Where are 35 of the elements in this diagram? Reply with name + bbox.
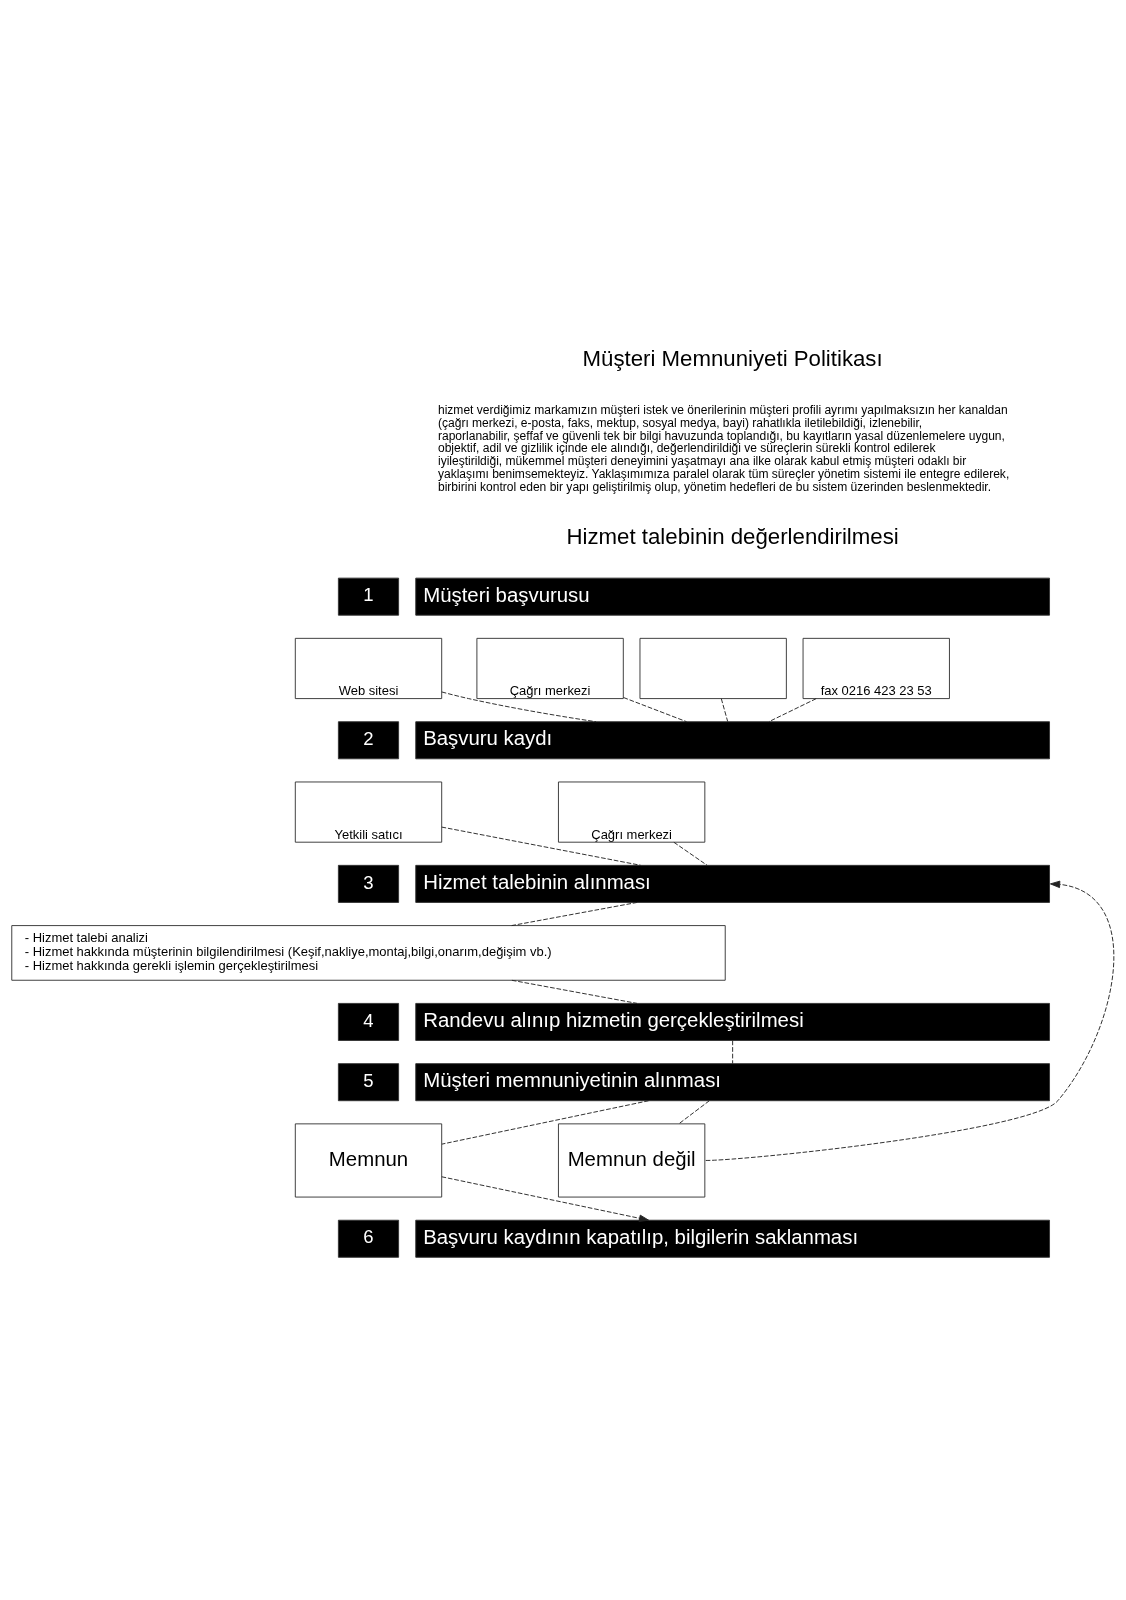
arrow — [441, 1175, 650, 1222]
node-box: Çağrı merkezi — [476, 637, 624, 699]
connector — [673, 841, 708, 866]
node-box — [639, 637, 787, 699]
node-box: - Hizmet talebi analizi - Hizmet hakkında müşterinin bilgilendirilmesi (Keşif,nakliye,montaj,bilgi,onarım,değişim vb.) - Hizmet hakkında gerekli işlemin gerçekleştirilmesi — [11, 924, 726, 981]
node-box: 2 — [337, 720, 400, 759]
connector — [768, 697, 817, 722]
node-box: 4 — [337, 1002, 400, 1041]
connector — [720, 697, 729, 722]
node-box: 6 — [337, 1219, 400, 1258]
node-box: Memnun — [294, 1122, 443, 1198]
node-box: Memnun değil — [557, 1122, 706, 1198]
connector — [441, 690, 597, 722]
connector — [441, 826, 642, 866]
node-box: Başvuru kaydının kapatılıp, bilgilerin saklanması — [415, 1219, 1050, 1258]
node-box: Çağrı merkezi — [557, 781, 706, 843]
label: Hizmet talebinin değerlendirilmesi — [566, 523, 899, 549]
node-box: Randevu alınıp hizmetin gerçekleştirilmesi — [415, 1002, 1050, 1041]
node-box: 3 — [337, 864, 400, 903]
node-box: 1 — [337, 577, 400, 616]
connector — [732, 1039, 734, 1064]
node-box: Müşteri memnuniyetinin alınması — [415, 1062, 1050, 1101]
connector — [441, 1099, 650, 1145]
node-box: fax 0216 423 23 53 — [802, 637, 950, 699]
node-box: Müşteri başvurusu — [415, 577, 1050, 616]
connector — [678, 1099, 710, 1124]
label: Müşteri Memnuniyeti Politikası — [582, 345, 883, 371]
node-box: 5 — [337, 1062, 400, 1101]
node-box: Web sitesi — [294, 637, 443, 699]
node-box: Yetkili satıcı — [294, 781, 443, 843]
node-box: Hizmet talebinin alınması — [415, 864, 1050, 903]
node-box: Başvuru kaydı — [415, 720, 1050, 759]
connector — [511, 979, 638, 1004]
arrow — [705, 880, 1115, 1161]
label: hizmet verdiğimiz markamızın müşteri istek ve önerilerinin müşteri profili ayrımı yapılmaksızın her kanaldan (çağrı merkezi, e-posta, faks, mektup, sosyal medya, bayi) rahatlıkla iletilebildiği, izlenebilir, raporlanabilir, şeffaf ve güvenli tek bir bilgi havuzunda toplandığı, bu kayıtların yasal düzenlemelere uygun, objektif, adil ve gizlilik içinde ele alındığı, değerlendirildiği ve süreçlerin sürekli kontrol edilerek iyileştirildiği, mükemmel müşteri deneyimini yaşatmayı ana ilke olarak kabul etmiş müşteri odaklı bir yaklaşımı benimsemekteyiz. Yaklaşımımıza paralel olarak tüm süreçler yönetim sistemi ile entegre edilerek, birbirini kontrol eden bir yapı geliştirilmiş olup, yönetim hedefleri de bu sistem üzerinden beslenmektedir. — [437, 402, 1010, 494]
